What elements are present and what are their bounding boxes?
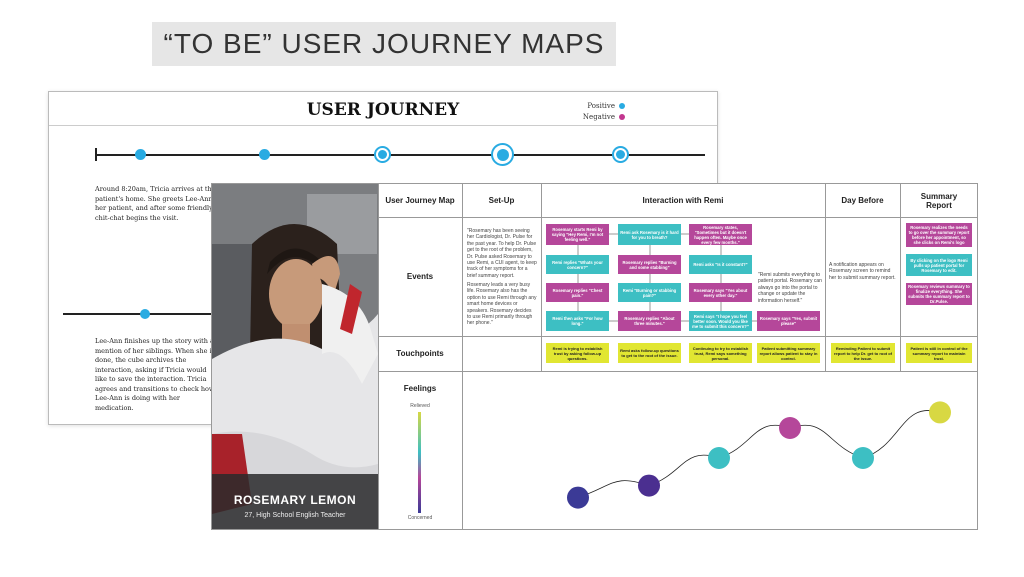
grid-line xyxy=(900,184,901,371)
legend: Positive Negative xyxy=(571,100,625,122)
setup-text-1: "Rosemary has been seeing her Cardiologi… xyxy=(467,228,537,279)
grid-line xyxy=(378,371,978,372)
timeline-line-lower xyxy=(63,313,213,315)
feelings-point xyxy=(638,474,660,497)
persona-subtitle: 27, High School English Teacher xyxy=(244,512,346,519)
day-before-text: A notification appears on Rosemary scree… xyxy=(829,262,896,281)
event-box: Rosemary says "Yes, submit please" xyxy=(757,311,820,331)
timeline-point-selected[interactable] xyxy=(374,146,391,163)
timeline-point-selected[interactable] xyxy=(612,146,629,163)
column-header-day-before: Day Before xyxy=(841,196,884,205)
legend-negative-label: Negative xyxy=(582,112,615,121)
persona-name: ROSEMARY LEMON xyxy=(233,493,357,507)
event-box: Remi asks "Is it constant?" xyxy=(689,255,752,274)
event-box: Rosemary replies "Chest pain." xyxy=(546,283,609,302)
remi-side-text: "Remi submits everything to patient port… xyxy=(758,272,822,304)
feelings-scale-top: Relieved xyxy=(410,403,430,409)
event-box: Rosemary starts Remi by saying "Hey Remi… xyxy=(546,224,609,245)
persona-photo: ROSEMARY LEMON 27, High School English T… xyxy=(212,184,378,529)
timeline-point[interactable] xyxy=(135,149,146,160)
event-box: Remi "Burning or stabbing pain?" xyxy=(618,283,681,302)
column-header-interaction: Interaction with Remi xyxy=(642,196,724,205)
timeline-point[interactable] xyxy=(140,309,150,319)
row-header-touchpoints: Touchpoints xyxy=(396,349,444,358)
legend-positive: Positive xyxy=(571,100,625,111)
feelings-point xyxy=(779,417,801,439)
timeline-point[interactable] xyxy=(259,149,270,160)
event-box: Remi ask Rosemary is it hard for you to … xyxy=(618,224,681,245)
grid-line xyxy=(462,371,463,529)
summary-box: Rosemary realizes the needs to go over t… xyxy=(906,223,972,247)
user-journey-title: USER JOURNEY xyxy=(306,100,460,120)
feelings-point xyxy=(708,447,730,469)
story-text-2: Lee-Ann finishes up the story with a men… xyxy=(95,337,216,412)
feelings-gradient-bar xyxy=(418,412,421,513)
event-box: Remi then asks "For how long." xyxy=(546,311,609,331)
persona-illustration xyxy=(212,184,378,529)
event-box: Rosemary says "Yes about every other day… xyxy=(689,283,752,302)
feelings-scale-bottom: Concerned xyxy=(407,515,433,521)
summary-box: Rosemary reviews summary to finalize eve… xyxy=(906,283,972,305)
column-header-setup: Set-Up xyxy=(488,196,515,205)
event-connectors xyxy=(577,233,757,322)
event-box: Rosemary states, "Sometimes but it doesn… xyxy=(689,224,752,245)
row-header-events: Events xyxy=(406,272,434,281)
grid-line xyxy=(541,184,542,371)
touchpoint-box: Continuing to try to establish trust, Re… xyxy=(689,343,752,363)
summary-box: By clicking on the logo Remi pulls up pa… xyxy=(906,254,972,276)
touchpoint-box: Patient submitting summary report allows… xyxy=(757,343,820,363)
legend-positive-label: Positive xyxy=(587,101,615,110)
touchpoint-box: Reminding Patient to submit report to he… xyxy=(831,343,895,363)
journey-map-grid: User Journey Map Set-Up Interaction with… xyxy=(378,184,978,529)
feelings-point xyxy=(567,486,589,509)
touchpoint-box: Remi is trying to establish trust by ask… xyxy=(546,343,609,363)
grid-line xyxy=(462,184,463,371)
journey-map-card: ROSEMARY LEMON 27, High School English T… xyxy=(211,183,978,530)
feelings-chart xyxy=(567,401,951,509)
timeline-point-selected[interactable] xyxy=(491,143,514,166)
story-text-1: Around 8:20am, Tricia arrives at the pat… xyxy=(95,185,216,222)
touchpoint-box: Remi asks follow-up questions to get to … xyxy=(618,343,681,363)
timeline-line xyxy=(95,154,705,156)
corner-label: User Journey Map xyxy=(385,196,455,205)
title-divider xyxy=(49,125,717,126)
column-header-summary: Summary Report xyxy=(920,191,958,210)
feelings-point xyxy=(929,401,951,424)
touchpoint-box: Patient is still in control of the summa… xyxy=(906,343,972,363)
legend-negative: Negative xyxy=(571,111,625,122)
setup-text-2: Rosemary leads a very busy life. Rosemar… xyxy=(467,282,537,327)
grid-line xyxy=(378,184,379,529)
event-box: Rosemary replies "About three minutes." xyxy=(618,311,681,331)
grid-line xyxy=(378,217,978,218)
event-box: Remi replies "Whats your concern?" xyxy=(546,255,609,274)
page-title: “TO BE” USER JOURNEY MAPS xyxy=(152,22,616,66)
event-box: Rosemary replies "Burning and some stabb… xyxy=(618,255,681,274)
grid-line xyxy=(825,184,826,371)
grid-line xyxy=(378,336,978,337)
positive-dot-icon xyxy=(619,102,625,109)
feelings-point xyxy=(852,447,874,469)
negative-dot-icon xyxy=(619,113,625,120)
row-header-feelings: Feelings xyxy=(403,383,437,393)
event-box: Remi says "I hope you feel better soon. … xyxy=(689,311,752,331)
feelings-curve xyxy=(577,410,941,498)
